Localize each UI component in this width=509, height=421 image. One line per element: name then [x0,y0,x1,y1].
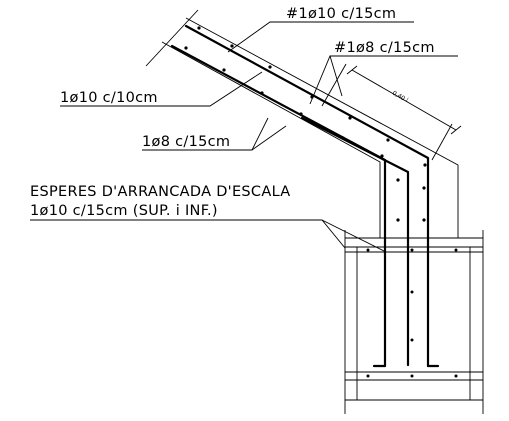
dim-ext-1 [321,63,347,107]
leader-lower-bar-2 [251,125,287,151]
labels: #1ø10 c/15cm #1ø8 c/15cm 1ø10 c/10cm 1ø8… [30,6,435,219]
slab-outline [145,9,459,238]
dim-tick-2 [450,125,462,135]
dot [410,248,414,252]
label-mid-bar: #1ø8 c/15cm [334,40,435,56]
dot [299,112,303,116]
dot [260,91,264,95]
leader-mid-bar-2 [329,55,343,97]
label-starters-line2: 1ø10 c/15cm (SUP. i INF.) [30,203,218,219]
label-top-bar: #1ø10 c/15cm [286,6,396,22]
dot [184,46,188,50]
slab-break-line [145,9,199,67]
dot [410,374,414,378]
slab-bottom-edge [161,41,381,238]
support-wall [344,230,484,414]
dot [422,218,426,222]
dot [423,163,427,167]
label-starters-line1: ESPERES D'ARRANCADA D'ESCALA [30,184,291,200]
dot [348,116,352,120]
dot [222,68,226,72]
leader-starters-2 [321,219,387,253]
dot [230,44,234,48]
dot [396,218,400,222]
dot [341,136,345,140]
dimension-marker: ⊥ [403,96,411,105]
bar-bend [300,116,410,367]
bar-top [184,24,430,368]
dot [410,338,414,342]
dot [454,374,458,378]
dot [366,248,370,252]
dot [410,290,414,294]
leaders [30,21,458,253]
slab-top-edge [185,17,459,238]
label-left-bar: 1ø10 c/10cm [60,90,158,106]
leader-top-bar [227,21,414,53]
dot [386,138,390,142]
leader-left-bar [60,71,263,107]
dot [366,374,370,378]
dot [380,154,384,158]
dot [197,26,201,30]
leader-starters [30,219,346,249]
dot [422,186,426,190]
dot [396,178,400,182]
dot [268,65,272,69]
dim-tick-1 [346,65,358,75]
dim-line [351,69,457,131]
dot [454,248,458,252]
dim-ext-2 [431,123,453,161]
label-lower-bar: 1ø8 c/15cm [142,134,230,150]
